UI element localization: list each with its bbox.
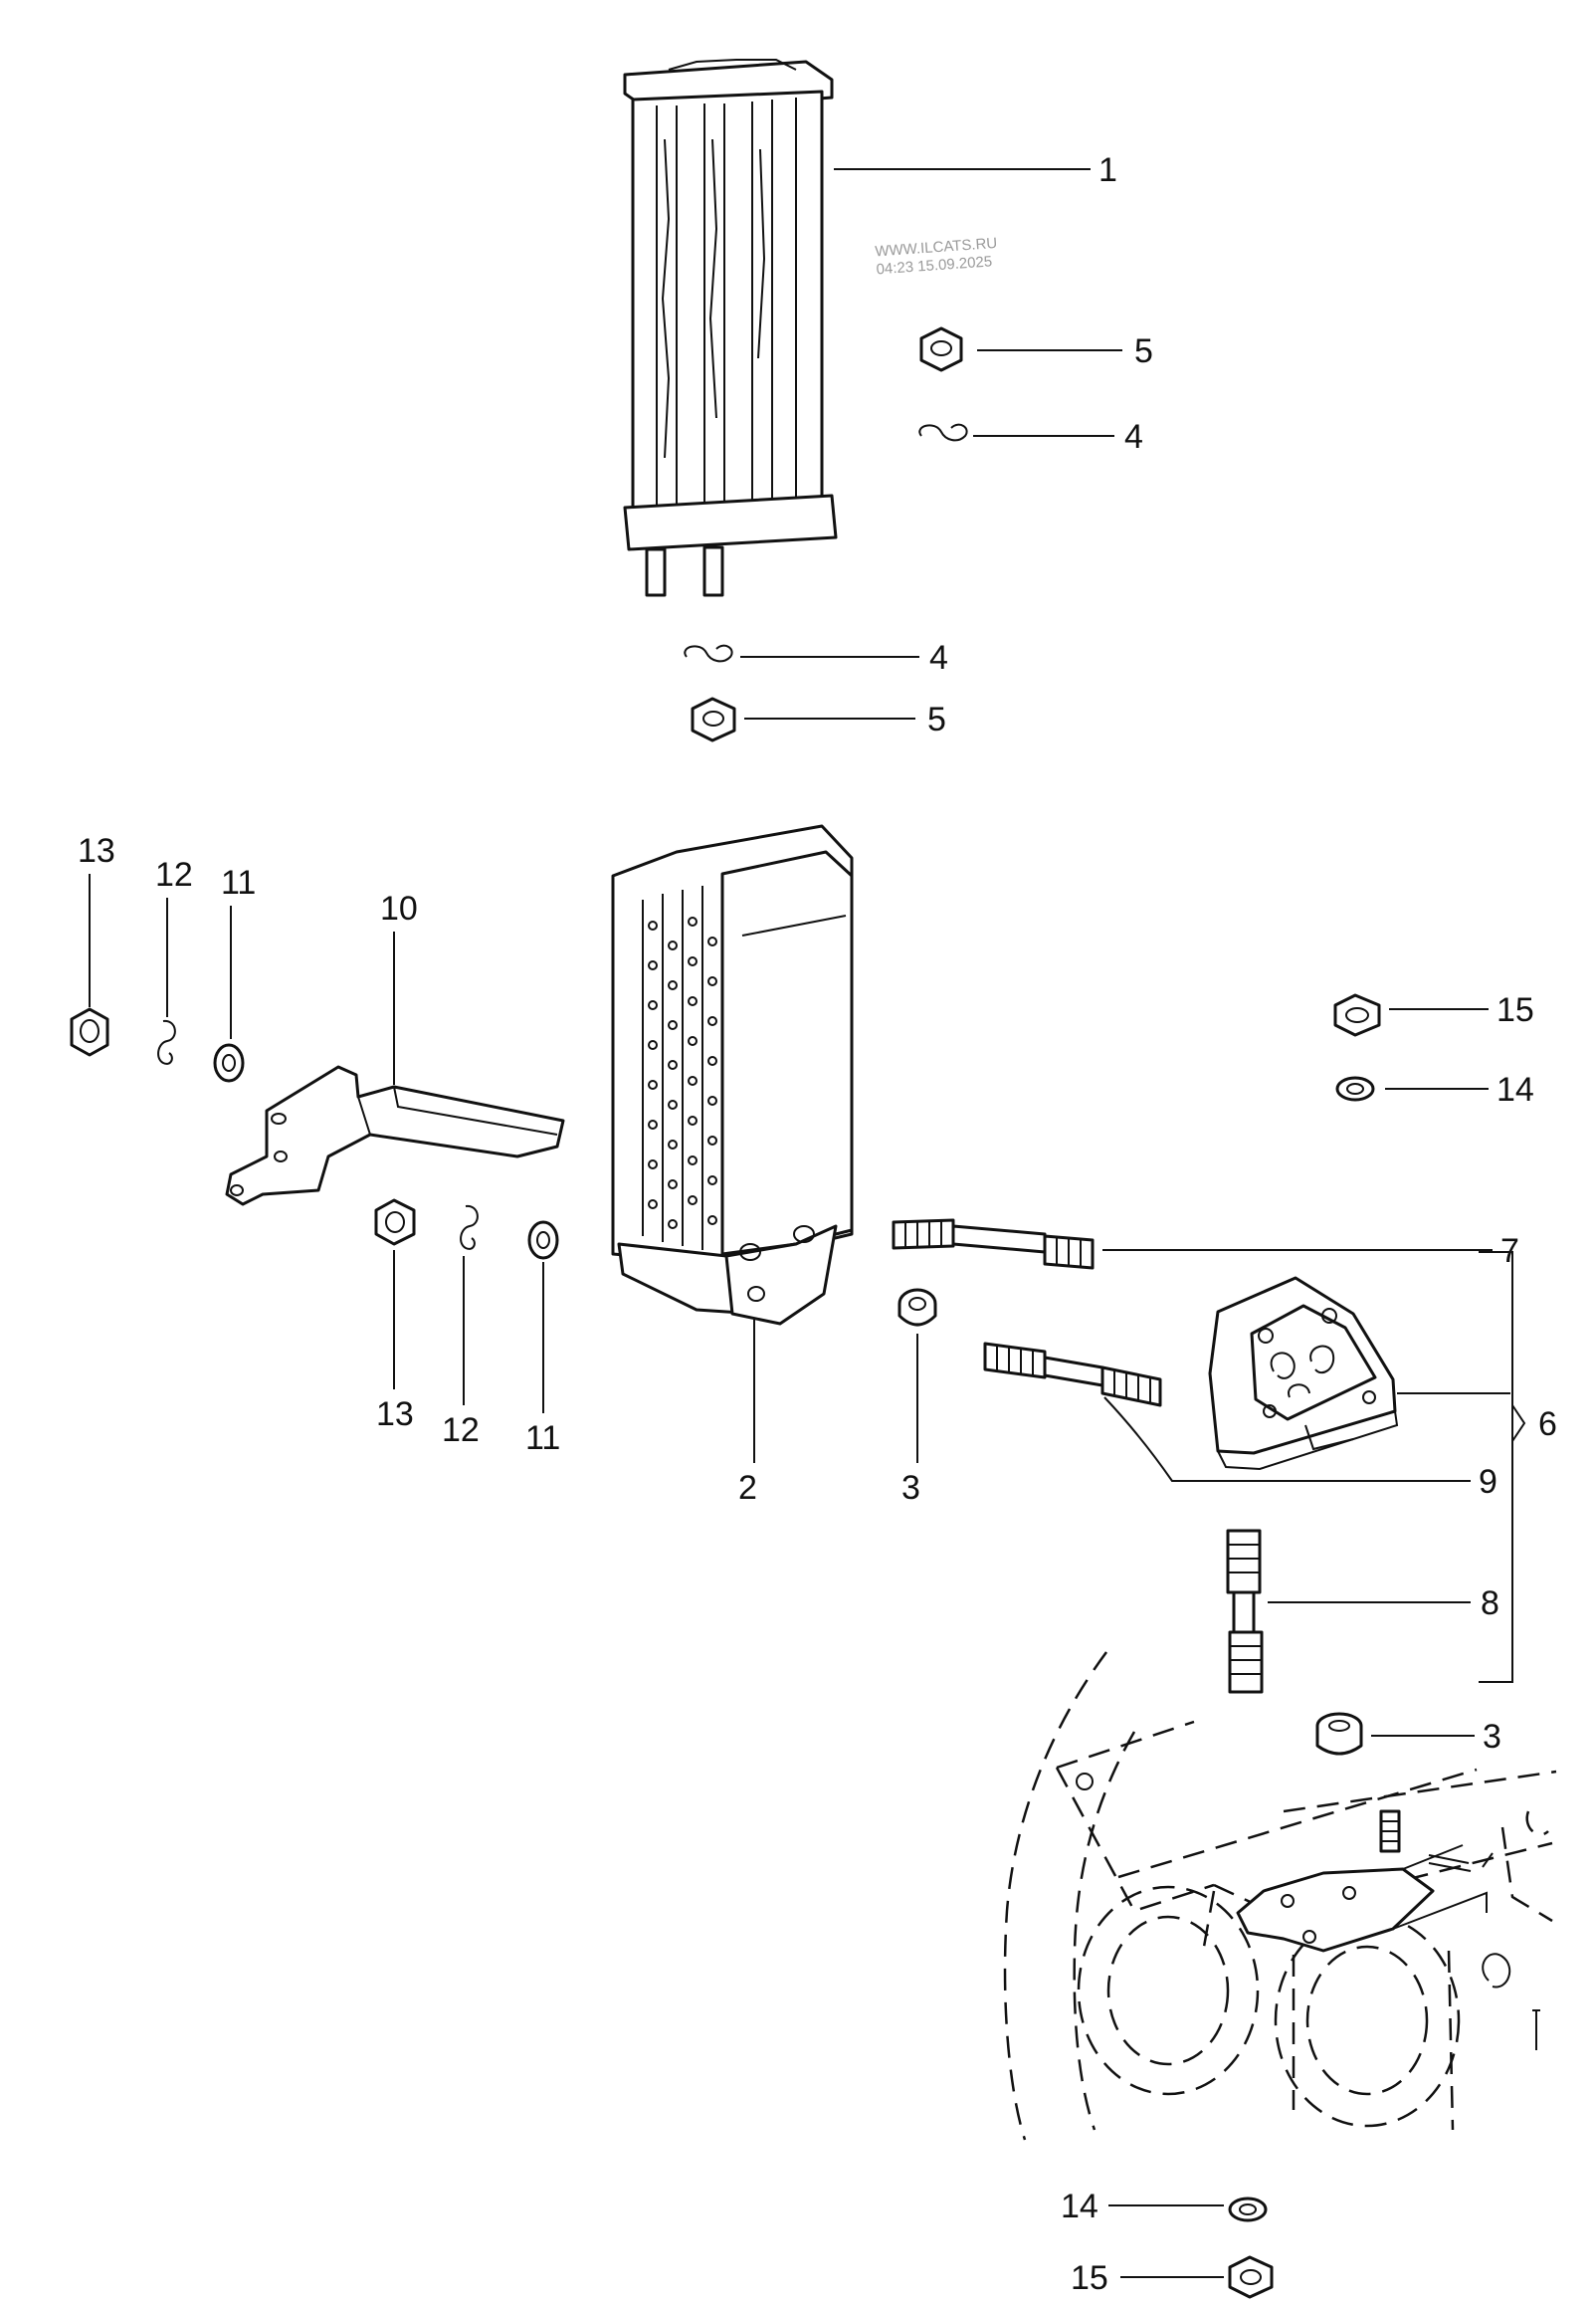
group-bracket: [1479, 1251, 1513, 1683]
callout-9: 9: [1479, 1463, 1497, 1501]
flat-washer: [213, 1043, 245, 1083]
callout-5-lower: 5: [927, 701, 946, 738]
callout-4-upper: 4: [1124, 418, 1143, 456]
callout-14-bottom: 14: [1061, 2188, 1098, 2225]
engine-crankcase-outline: [1003, 1651, 1557, 2141]
threaded-stud: [983, 1342, 1162, 1407]
callout-11-top: 11: [221, 864, 256, 902]
spacer-bushing: [1315, 1712, 1363, 1756]
callout-11-bottom: 11: [525, 1419, 560, 1457]
callout-6: 6: [1538, 1405, 1557, 1443]
flat-washer: [527, 1220, 559, 1260]
spring-washer: [918, 423, 968, 442]
spring-washer: [157, 1019, 176, 1065]
spring-washer: [684, 644, 733, 663]
oil-cooler-upright: [623, 59, 838, 597]
mounting-plate-on-case: [1236, 1809, 1494, 1953]
adapter-housing: [1208, 1276, 1399, 1471]
hex-nut: [691, 697, 736, 742]
threaded-stud: [1226, 1529, 1264, 1694]
callout-1: 1: [1098, 151, 1117, 189]
hex-nut: [374, 1198, 416, 1246]
leader-9: [1103, 1396, 1471, 1482]
callout-14-right: 14: [1496, 1071, 1534, 1109]
callout-12-bottom: 12: [442, 1411, 480, 1449]
mounting-bracket: [225, 1065, 565, 1206]
hex-nut: [1333, 993, 1381, 1037]
flat-washer: [1228, 2197, 1268, 2222]
threaded-stud: [892, 1218, 1095, 1270]
callout-3-right: 3: [1483, 1718, 1501, 1756]
callout-8: 8: [1481, 1584, 1499, 1622]
callout-13-bottom: 13: [376, 1395, 414, 1433]
callout-10: 10: [380, 890, 418, 928]
callout-2: 2: [738, 1469, 757, 1507]
callout-15-bottom: 15: [1071, 2259, 1108, 2297]
hex-nut: [1228, 2255, 1274, 2299]
watermark: WWW.ILCATS.RU 04:23 15.09.2025: [875, 235, 998, 278]
hex-nut: [70, 1007, 109, 1057]
callout-5-upper: 5: [1134, 332, 1153, 370]
spring-washer: [460, 1204, 479, 1250]
callout-4-lower: 4: [929, 639, 948, 677]
group-bracket-tip: [1511, 1404, 1526, 1442]
callout-3-left: 3: [901, 1469, 920, 1507]
spacer-bushing: [898, 1288, 937, 1327]
callout-15-right: 15: [1496, 991, 1534, 1029]
callout-13-top: 13: [78, 832, 115, 870]
hex-nut: [919, 326, 963, 372]
callout-12-top: 12: [155, 856, 193, 894]
oil-cooler-with-base: [611, 824, 854, 1326]
flat-washer: [1335, 1076, 1375, 1102]
